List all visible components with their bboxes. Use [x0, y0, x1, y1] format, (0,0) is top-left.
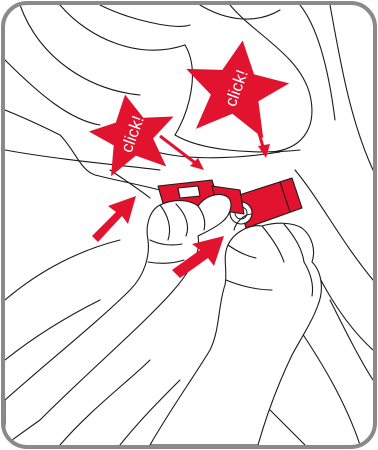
illustration-canvas: click! click!	[0, 0, 378, 450]
instruction-illustration: click! click!	[0, 0, 378, 450]
